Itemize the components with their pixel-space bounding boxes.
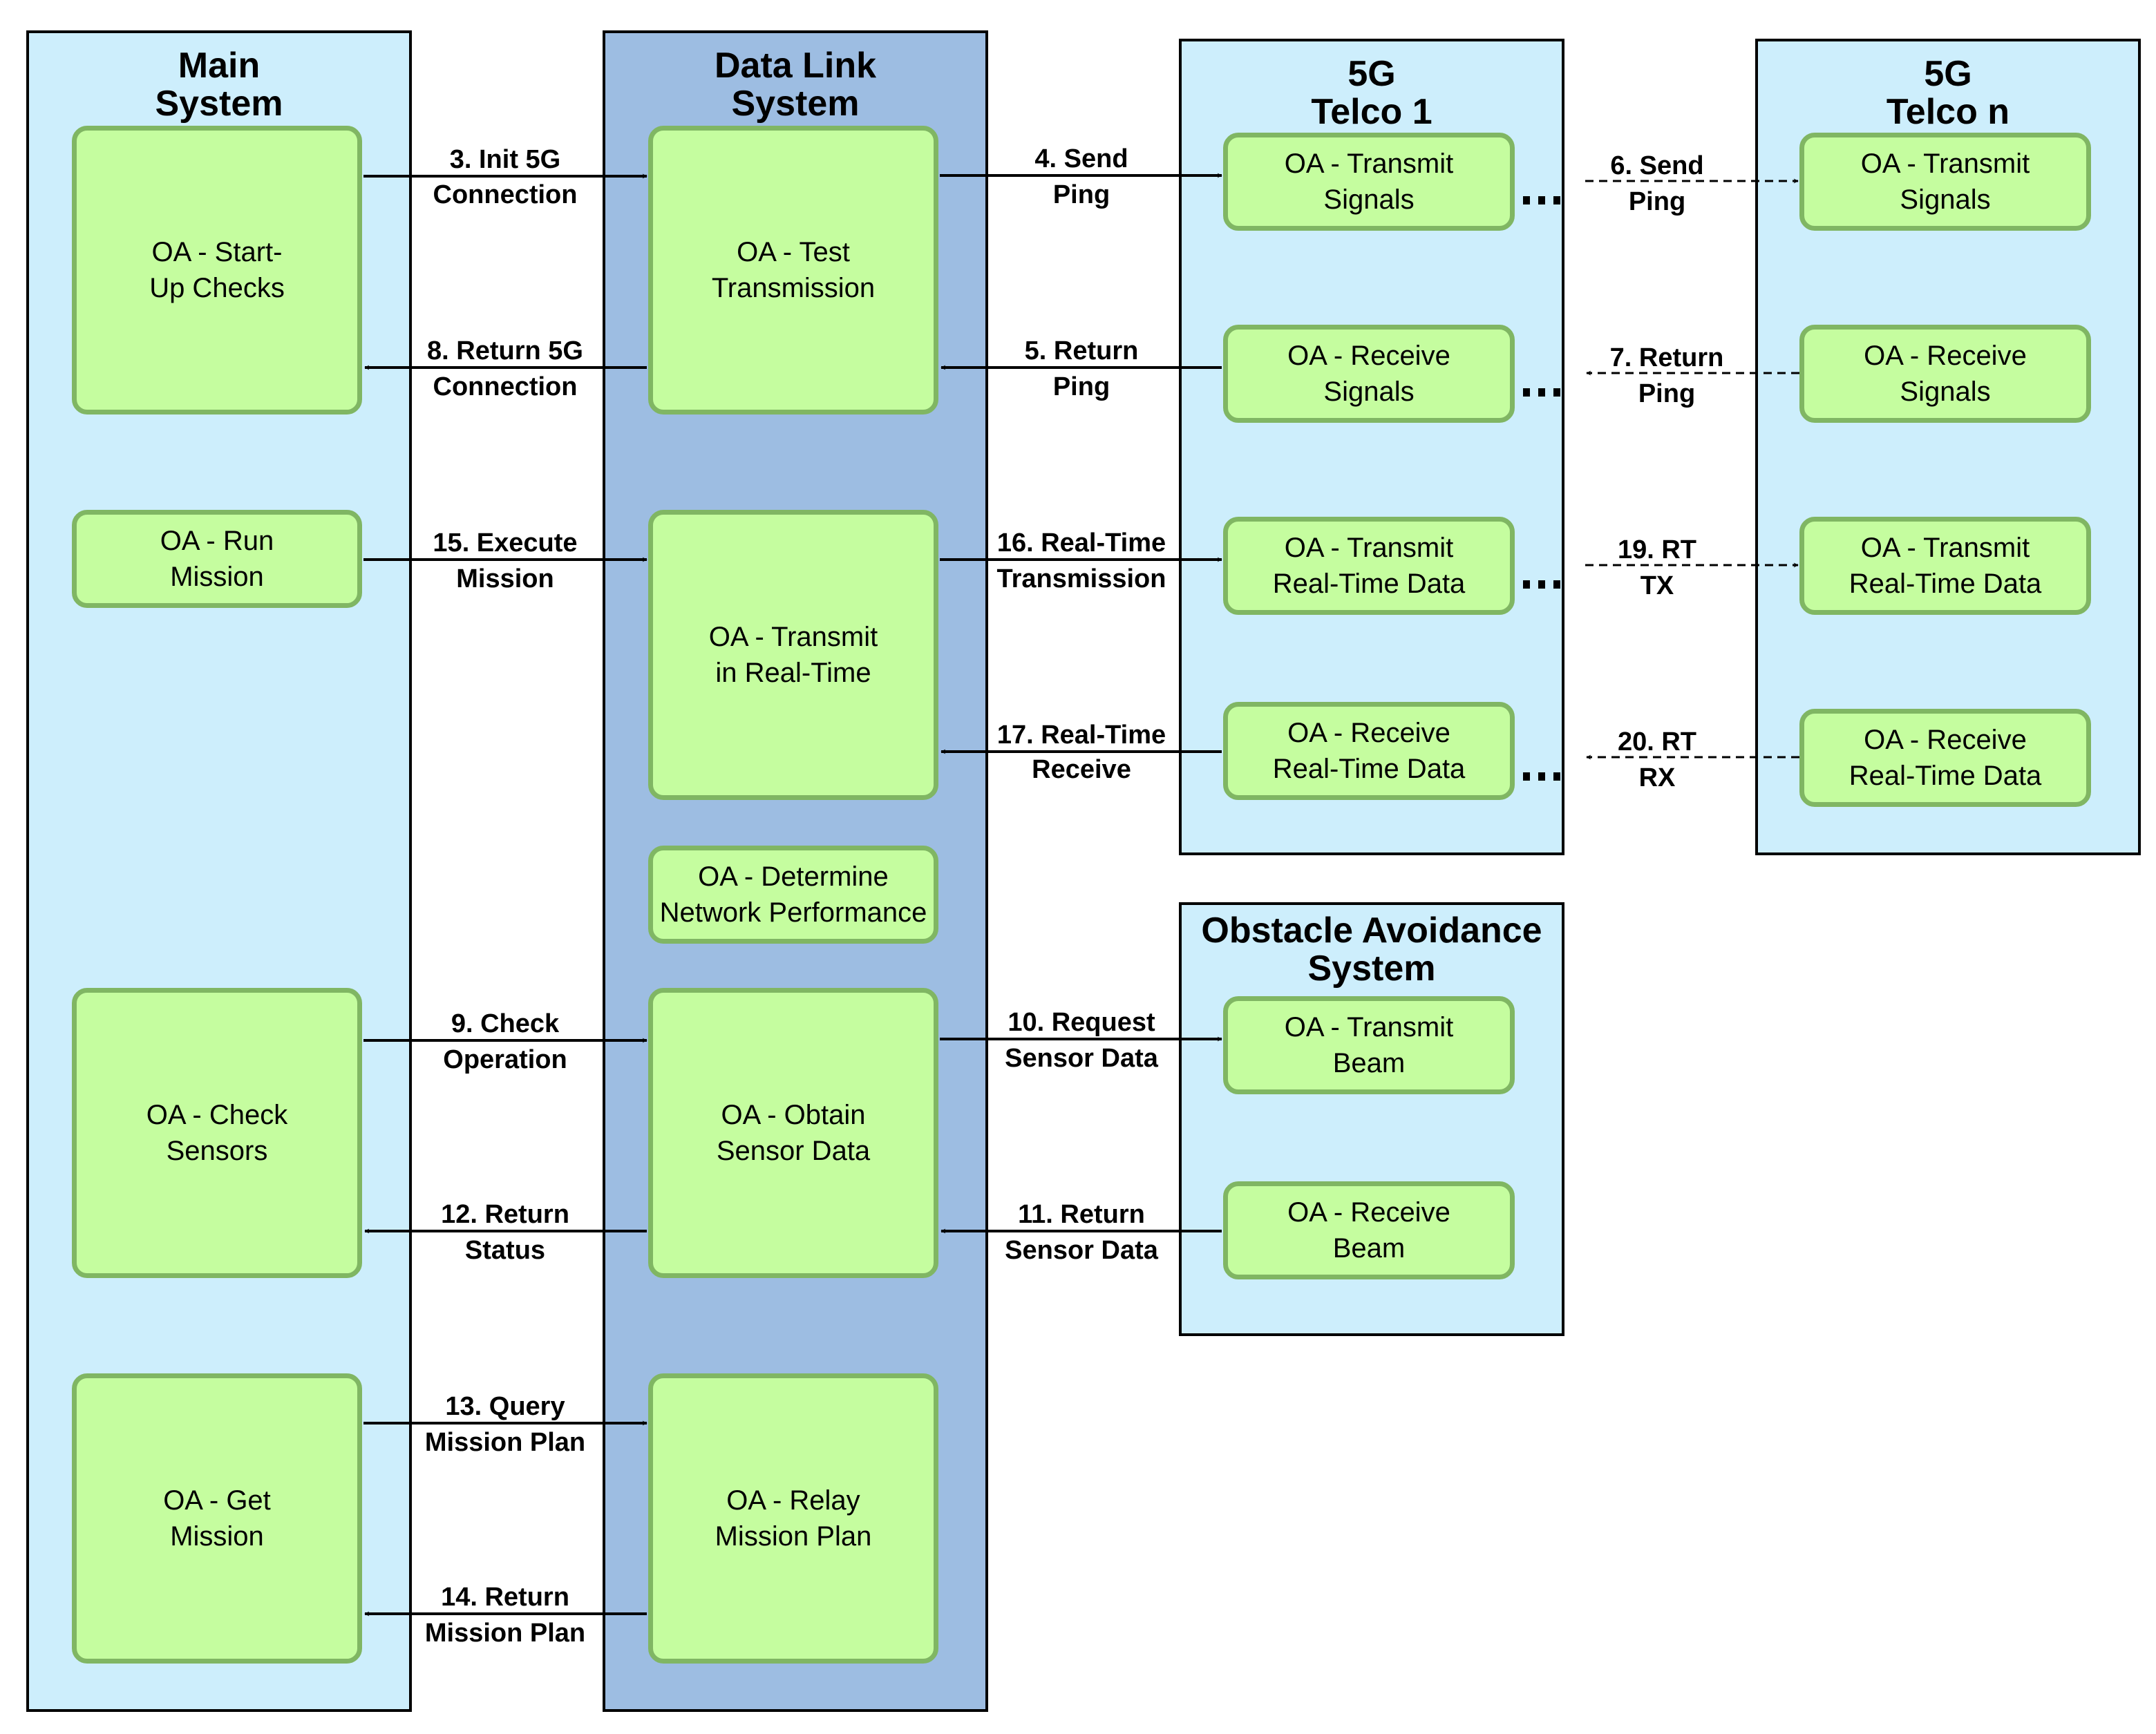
label-return-mission-plan-2: Mission Plan	[425, 1619, 585, 1648]
label-return-5g-2: Connection	[433, 372, 578, 401]
activity-test-transmission[interactable]: OA - Test Transmission	[648, 126, 938, 415]
continuation-dots	[1523, 196, 1560, 781]
label-rt-rx-2: RX	[1639, 763, 1676, 792]
activity-run-mission[interactable]: OA - Run Mission	[72, 510, 362, 608]
activity-telco1-transmit-real-time-data[interactable]: OA - Transmit Real-Time Data	[1223, 517, 1515, 615]
label-real-time-receive-2: Receive	[1032, 755, 1131, 784]
label-request-sensor-data-2: Sensor Data	[1005, 1044, 1159, 1073]
label-send-ping-n-1: 6. Send	[1610, 151, 1703, 180]
label-return-mission-plan-1: 14. Return	[441, 1583, 569, 1612]
label-execute-mission-2: Mission	[456, 564, 554, 593]
swimlane-title-5g-telco-1: 5G Telco 1	[1311, 54, 1432, 132]
label-init-5g-1: 3. Init 5G	[450, 145, 560, 174]
activity-telcon-transmit-real-time-data[interactable]: OA - Transmit Real-Time Data	[1799, 517, 2091, 615]
label-send-ping-n-2: Ping	[1629, 187, 1685, 216]
activity-relay-mission-plan[interactable]: OA - Relay Mission Plan	[648, 1373, 938, 1664]
label-query-mission-plan-2: Mission Plan	[425, 1428, 585, 1457]
label-real-time-transmission-1: 16. Real-Time	[997, 528, 1166, 558]
label-real-time-transmission-2: Transmission	[997, 564, 1166, 593]
label-return-5g-1: 8. Return 5G	[427, 336, 583, 365]
label-return-ping-n-1: 7. Return	[1610, 343, 1724, 372]
activity-transmit-in-real-time[interactable]: OA - Transmit in Real-Time	[648, 510, 938, 800]
label-return-status-2: Status	[465, 1236, 545, 1265]
label-rt-tx-2: TX	[1640, 571, 1674, 600]
label-init-5g-2: Connection	[433, 180, 578, 209]
label-send-ping-2: Ping	[1053, 180, 1110, 209]
label-return-ping-2: Ping	[1053, 372, 1110, 401]
swimlane-title-obstacle-avoidance-system: Obstacle Avoidance System	[1201, 911, 1542, 989]
label-return-status-1: 12. Return	[441, 1200, 569, 1229]
activity-telcon-transmit-signals[interactable]: OA - Transmit Signals	[1799, 133, 2091, 231]
activity-get-mission[interactable]: OA - Get Mission	[72, 1373, 362, 1664]
activity-telco1-transmit-signals[interactable]: OA - Transmit Signals	[1223, 133, 1515, 231]
activity-startup-checks[interactable]: OA - Start- Up Checks	[72, 126, 362, 415]
swimlane-title-main-system: Main System	[155, 46, 283, 124]
swimlane-title-5g-telco-n: 5G Telco n	[1886, 54, 2010, 132]
swimlane-title-data-link-system: Data Link System	[714, 46, 877, 124]
label-real-time-receive-1: 17. Real-Time	[997, 721, 1166, 750]
activity-check-sensors[interactable]: OA - Check Sensors	[72, 988, 362, 1278]
label-query-mission-plan-1: 13. Query	[445, 1392, 565, 1421]
activity-transmit-beam[interactable]: OA - Transmit Beam	[1223, 996, 1515, 1094]
label-request-sensor-data-1: 10. Request	[1008, 1008, 1155, 1037]
activity-determine-network-performance[interactable]: OA - Determine Network Performance	[648, 846, 938, 944]
label-check-operation-2: Operation	[443, 1045, 567, 1074]
activity-obtain-sensor-data[interactable]: OA - Obtain Sensor Data	[648, 988, 938, 1278]
activity-telco1-receive-real-time-data[interactable]: OA - Receive Real-Time Data	[1223, 702, 1515, 800]
label-return-ping-1: 5. Return	[1025, 336, 1139, 365]
label-rt-rx-1: 20. RT	[1618, 727, 1696, 756]
label-return-sensor-data-2: Sensor Data	[1005, 1236, 1159, 1265]
activity-telcon-receive-signals[interactable]: OA - Receive Signals	[1799, 325, 2091, 423]
label-return-sensor-data-1: 11. Return	[1018, 1200, 1145, 1229]
label-rt-tx-1: 19. RT	[1618, 535, 1696, 564]
activity-telcon-receive-real-time-data[interactable]: OA - Receive Real-Time Data	[1799, 709, 2091, 807]
label-return-ping-n-2: Ping	[1638, 379, 1695, 408]
label-check-operation-1: 9. Check	[451, 1009, 560, 1038]
label-send-ping-1: 4. Send	[1034, 144, 1128, 173]
activity-telco1-receive-signals[interactable]: OA - Receive Signals	[1223, 325, 1515, 423]
activity-receive-beam[interactable]: OA - Receive Beam	[1223, 1181, 1515, 1279]
label-execute-mission-1: 15. Execute	[433, 528, 577, 558]
